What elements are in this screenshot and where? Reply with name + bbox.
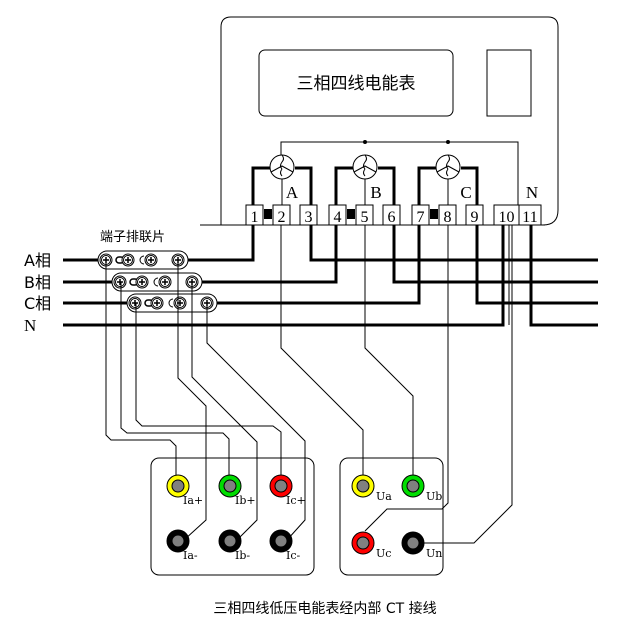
jack-ia-minus[interactable]: Ia- <box>166 529 198 562</box>
terminal-label: 4 <box>334 209 342 226</box>
meter-display <box>258 49 454 117</box>
jack-label: Ib- <box>235 549 250 562</box>
signal-wires <box>105 225 513 544</box>
meter-phase-label-b: B <box>370 183 381 202</box>
meter-element-b <box>352 154 378 205</box>
terminal-strip-label: 端子排联片 <box>100 230 165 245</box>
terminal-label: 10 <box>499 209 515 226</box>
terminal-label: 7 <box>417 209 425 226</box>
supply-lines <box>63 225 598 327</box>
meter-side-window <box>486 49 532 117</box>
jack-uc[interactable]: Uc <box>351 531 391 560</box>
terminal-9[interactable]: 9 <box>465 204 484 226</box>
jack-label: Ic+ <box>286 494 306 507</box>
terminal-11[interactable]: 11 <box>518 204 542 226</box>
jack-label: Ia- <box>183 549 198 562</box>
line-label-a: A相 <box>24 251 51 270</box>
meter-phase-label-c: C <box>460 183 471 202</box>
terminal-5[interactable]: 5 <box>355 204 374 226</box>
jack-ic-minusplus[interactable]: Ic+ <box>269 474 306 507</box>
meter-housing <box>220 16 559 226</box>
terminal-label: 6 <box>388 209 396 226</box>
terminal-label: 9 <box>471 209 479 226</box>
link-plate-b <box>111 272 203 292</box>
jack-label: Ua <box>376 490 392 503</box>
jack-ic-minus[interactable]: Ic- <box>269 529 301 562</box>
jack-label: Ub <box>426 490 442 503</box>
terminal-1[interactable]: 1 <box>245 204 264 226</box>
terminal-2[interactable]: 2 <box>272 204 291 226</box>
terminal-label: 2 <box>278 209 286 226</box>
terminal-10[interactable]: 10 <box>493 204 520 226</box>
current-test-box <box>150 457 315 576</box>
jack-ia-minusplus[interactable]: Ia+ <box>166 474 203 507</box>
line-label-c: C相 <box>24 294 51 313</box>
terminal-label: 8 <box>444 209 452 226</box>
jack-ib-minus[interactable]: Ib- <box>218 529 250 562</box>
jack-label: Ic- <box>286 549 301 562</box>
link-plate-c <box>126 293 218 313</box>
terminal-label: 1 <box>251 209 259 226</box>
jack-ua[interactable]: Ua <box>351 474 392 503</box>
voltage-test-box <box>339 457 444 576</box>
meter-element-a <box>269 154 295 205</box>
terminal-6[interactable]: 6 <box>382 204 401 226</box>
meter-phase-label-a: A <box>286 183 299 202</box>
terminal-7[interactable]: 7 <box>411 204 430 226</box>
line-label-b: B相 <box>24 273 51 292</box>
meter-title: 三相四线电能表 <box>297 74 416 94</box>
terminal-label: 11 <box>522 209 537 226</box>
jack-label: Ia+ <box>183 494 203 507</box>
diagram-caption: 三相四线低压电能表经内部 CT 接线 <box>213 600 436 617</box>
voltage-common-bus <box>280 141 519 205</box>
jack-label: Uc <box>376 547 391 560</box>
terminal-3[interactable]: 3 <box>299 204 318 226</box>
jack-un[interactable]: Un <box>401 531 442 560</box>
terminal-label: 3 <box>305 209 313 226</box>
jack-ib-minusplus[interactable]: Ib+ <box>218 474 256 507</box>
jack-label: Ib+ <box>235 494 256 507</box>
terminal-4[interactable]: 4 <box>328 204 347 226</box>
ct-loops <box>251 166 479 205</box>
jack-label: Un <box>426 547 442 560</box>
link-plate-a <box>97 250 189 270</box>
meter-phase-label-n: N <box>526 183 538 202</box>
meter-element-c <box>435 154 461 205</box>
terminal-8[interactable]: 8 <box>438 204 457 226</box>
terminal-label: 5 <box>361 209 369 226</box>
jack-ub[interactable]: Ub <box>401 474 442 503</box>
line-label-n: N <box>24 316 36 335</box>
